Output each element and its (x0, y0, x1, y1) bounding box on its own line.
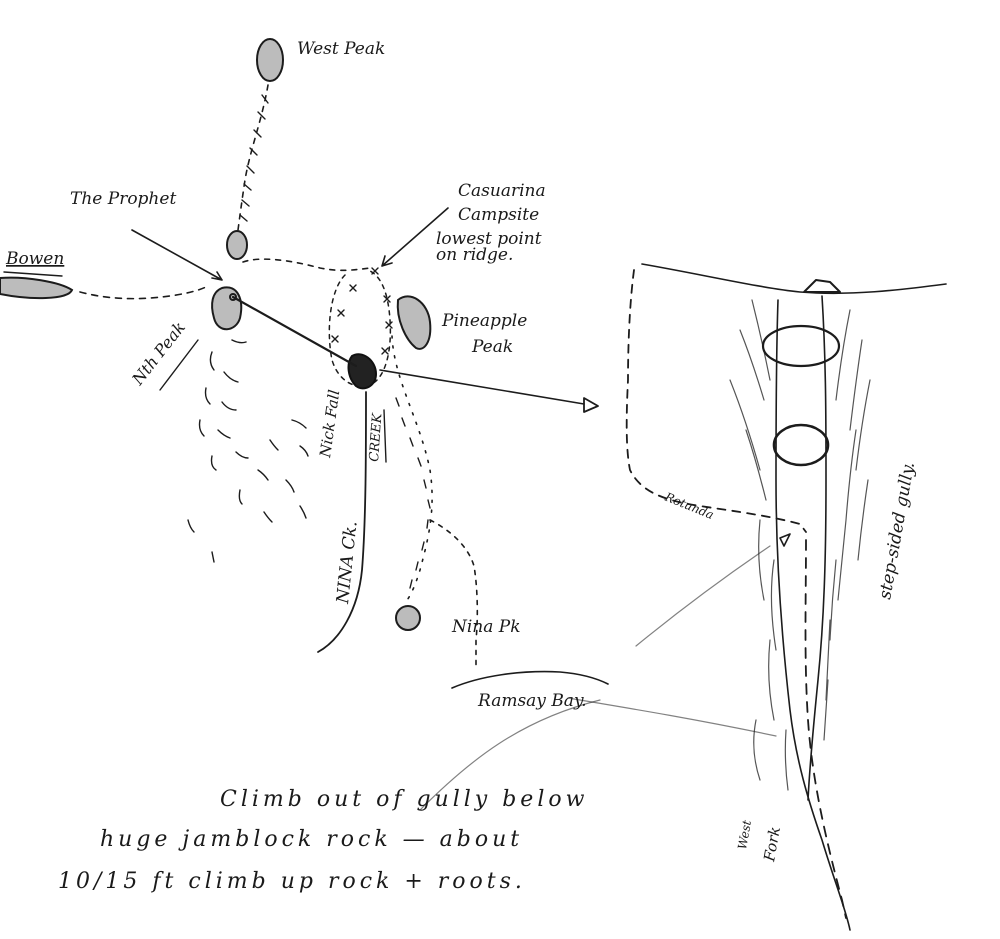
detail-top-line (641, 263, 947, 295)
ramsay-coastline (451, 670, 609, 689)
nina-pk-label: Nina Pk (451, 617, 521, 637)
west-fork-label-1: West (735, 819, 754, 851)
note-line-1: Climb out of gully below (220, 787, 588, 812)
pineapple-label-1: Pineapple (441, 311, 527, 331)
bowen-underline (3, 271, 63, 277)
trail-to-nina (391, 335, 433, 605)
casuarina-label-2: Campsite (458, 205, 539, 225)
gully-shading-left (729, 299, 789, 791)
nth-peak-label: Nth Peak (128, 318, 190, 389)
step-sided-gully-label: step-sided gully. (875, 460, 919, 600)
gully-shading-right (823, 309, 871, 741)
pineapple-label-2: Peak (471, 337, 513, 357)
ridge-trail-west (237, 84, 269, 231)
trail-to-ramsay (429, 519, 479, 669)
casuarina-crosses (331, 267, 393, 355)
nina-creek-line (317, 391, 367, 653)
ridge-trail-east (242, 258, 371, 272)
nick-fall-label: Nick Fall (316, 388, 343, 459)
ramsay-bay-label: Ramsay Bay. (477, 691, 587, 711)
west-fork-label-2: Fork (760, 825, 784, 863)
detail-route-gully (804, 539, 847, 919)
campsite-tent-icon (803, 279, 841, 293)
lower-grey-curve (419, 699, 601, 811)
nina-pk-marker (395, 605, 421, 631)
route-line-rock (231, 295, 358, 368)
bowen-trail (79, 285, 209, 300)
trail-to-nina-dashes (395, 397, 431, 589)
connector-grey-line (567, 697, 777, 737)
rotunda-label: Rotunda (662, 489, 716, 522)
creek-label: CREEK (367, 412, 385, 463)
rotunda-triangle-icon (779, 533, 791, 547)
jamblock-rock (347, 353, 378, 390)
detail-route-left (625, 269, 807, 533)
casuarina-label-3: lowest point (436, 229, 542, 249)
bowen-marker (0, 276, 74, 300)
casuarina-pointer (381, 207, 449, 267)
nth-peak-marker (211, 286, 243, 331)
nth-peak-dot (229, 293, 237, 301)
gully-wall-left (775, 299, 851, 931)
note-line-3: 10/15 ft climb up rock + roots. (58, 869, 526, 894)
nth-peak-underline (159, 339, 199, 391)
west-peak-label: West Peak (297, 39, 385, 59)
diagonal-grey-line (635, 545, 771, 647)
pineapple-peak-marker (396, 295, 432, 350)
creek-underline (383, 409, 387, 463)
note-line-2: huge jamblock rock — about (100, 827, 523, 852)
the-prophet-label: The Prophet (70, 189, 176, 209)
detail-arrowhead (583, 397, 599, 413)
gully-wall-right (807, 295, 827, 801)
west-peak-marker (256, 38, 284, 82)
prophet-pointer (131, 229, 223, 281)
detail-arrow (379, 369, 585, 405)
the-prophet-marker (226, 230, 248, 260)
hill-hatching (187, 339, 309, 563)
gully-rock-upper (761, 324, 841, 368)
bowen-label: Bowen (5, 249, 64, 269)
ridge-trail-west-ticks (239, 94, 269, 222)
gully-rock-lower (772, 423, 830, 467)
casuarina-label-1: Casuarina (458, 181, 546, 201)
casuarina-label-4: on ridge. (436, 245, 513, 265)
